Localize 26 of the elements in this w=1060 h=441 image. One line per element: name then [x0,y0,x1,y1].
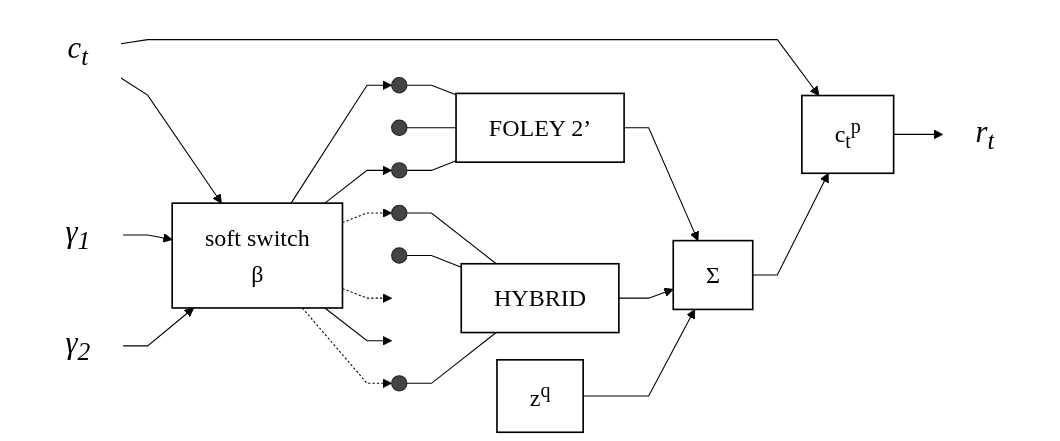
node-circle [391,247,408,264]
arrow [120,39,820,96]
node-box: HYBRID [460,262,620,334]
node-circle [391,375,408,392]
node-text: γ$_{1}$ [65,214,91,255]
arrow [893,129,944,140]
arrow [301,307,393,389]
node-box: Σ [672,239,754,311]
node-box: FOLEY 2’ [455,92,625,163]
node-circle [391,77,408,94]
arrow [122,307,195,347]
arrow [618,287,674,299]
node-text: c$_{t}$ [67,30,89,71]
arrow [122,233,173,243]
node-text: γ$_{2}$ [65,325,91,366]
arrow [324,165,393,204]
arrow [120,77,222,204]
arrow [290,80,393,204]
node-text: r$_{t}$ [975,114,995,155]
node-circle [391,119,408,136]
node-box: soft switch β [171,202,344,309]
node-circle [391,162,408,179]
node-box: z$^{q}$ [496,359,584,434]
node-circle [391,204,408,222]
arrow [324,307,393,346]
arrow [752,172,829,276]
